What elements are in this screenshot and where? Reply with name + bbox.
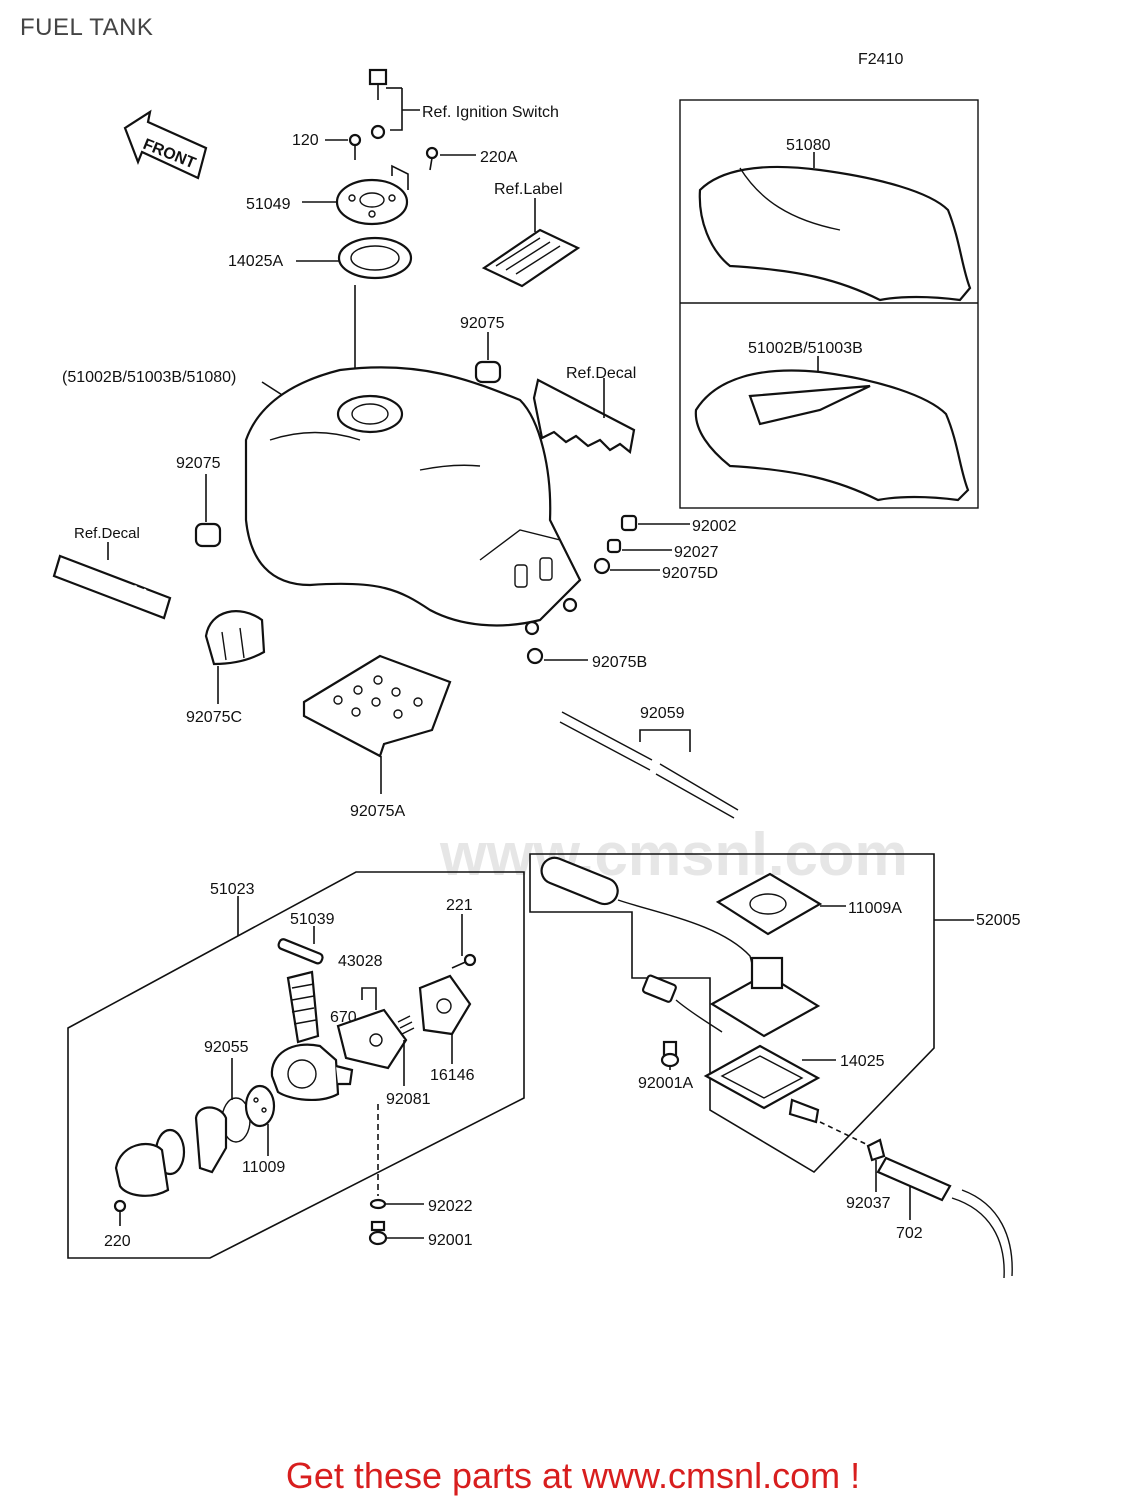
label-92027: 92027 [674,544,719,561]
fuel-cock-group-box [67,871,525,1259]
label-ref-decal-left: Ref.Decal [74,525,140,542]
front-arrow: FRONT [123,109,208,180]
damper-92075D [593,557,611,575]
figure-code: F2410 [858,51,903,68]
label-702: 702 [896,1225,923,1242]
label-14025A: 14025A [228,253,283,270]
ref-decal-strip [532,378,636,455]
label-ref-label: Ref.Label [494,181,563,198]
fuel-tank-body [244,366,582,636]
label-92075-left: 92075 [176,455,221,472]
ref-label-sticker [481,228,581,288]
label-221: 221 [446,897,473,914]
label-92075B: 92075B [592,654,647,671]
label-220A: 220A [480,149,518,166]
label-92075C: 92075C [186,709,242,726]
label-92081: 92081 [386,1091,431,1108]
screw-120 [348,133,362,160]
diaphragm-43028 [336,1008,408,1070]
bolt-92002 [620,514,638,532]
label-51039: 51039 [290,911,335,928]
spring-92081 [397,1015,415,1035]
damper-92075-top [474,360,502,384]
damper-92075C [204,610,266,666]
label-52005: 52005 [976,912,1021,929]
label-ref-decal-right: Ref.Decal [566,365,636,382]
gasket-51039 [277,938,324,965]
tank-51080-sketch [698,165,972,302]
damper-92075-left [194,522,222,548]
label-92075A: 92075A [350,803,405,820]
label-92022: 92022 [428,1198,473,1215]
hose-92059 [559,711,739,819]
filter-11009 [244,1084,276,1128]
label-ref-ignition-switch: Ref. Ignition Switch [422,104,559,121]
fuel-cap-51049 [335,178,409,226]
label-11009A: 11009A [848,900,902,917]
label-92002: 92002 [692,518,737,535]
label-92037: 92037 [846,1195,891,1212]
label-220: 220 [104,1233,131,1250]
gasket-14025 [703,1044,821,1124]
label-92001A: 92001A [638,1075,693,1092]
plate-11009A [715,872,823,936]
fuel-cock-body [270,970,354,1102]
label-92075-top: 92075 [460,315,505,332]
label-16146: 16146 [430,1067,475,1084]
damper-92075A [302,654,452,758]
ignition-bracket [390,88,403,131]
screw-220A [425,146,439,171]
bolt-92001A [660,1040,680,1068]
damper-92075B [526,647,544,665]
collar-92027 [606,538,622,554]
screw-220 [113,1199,127,1226]
label-43028: 43028 [338,953,383,970]
label-tank-group: (51002B/51003B/51080) [62,369,236,386]
label-92055: 92055 [204,1039,249,1056]
label-51002B-51003B: 51002B/51003B [748,340,863,357]
label-51080: 51080 [786,137,831,154]
label-92059: 92059 [640,705,685,722]
hose-702 [876,1156,1013,1279]
gasket-14025A [337,236,413,280]
page-title: FUEL TANK [20,14,154,41]
screw-221 [451,953,477,969]
label-51049: 51049 [246,196,291,213]
float-sender [540,856,755,973]
lever-plate [114,1106,228,1197]
label-51023: 51023 [210,881,255,898]
fuel-gauge-group-box [529,853,935,1174]
tank-variants-box [679,99,979,509]
cover-16146 [418,974,472,1036]
kawasaki-decal: Kawasaki [52,554,172,620]
clamp-92037 [866,1138,886,1162]
sender-unit [641,956,821,1038]
footer-promo-link[interactable]: Get these parts at www.cmsnl.com ! [285,1455,861,1496]
cap-bolt [370,124,386,140]
bolt-92001 [368,1220,388,1246]
label-92075D: 92075D [662,565,718,582]
label-14025: 14025 [840,1053,885,1070]
ignition-key-part [368,68,402,100]
label-11009: 11009 [242,1159,285,1176]
label-92001: 92001 [428,1232,473,1249]
label-120: 120 [292,132,319,149]
washer-92022 [369,1198,387,1210]
